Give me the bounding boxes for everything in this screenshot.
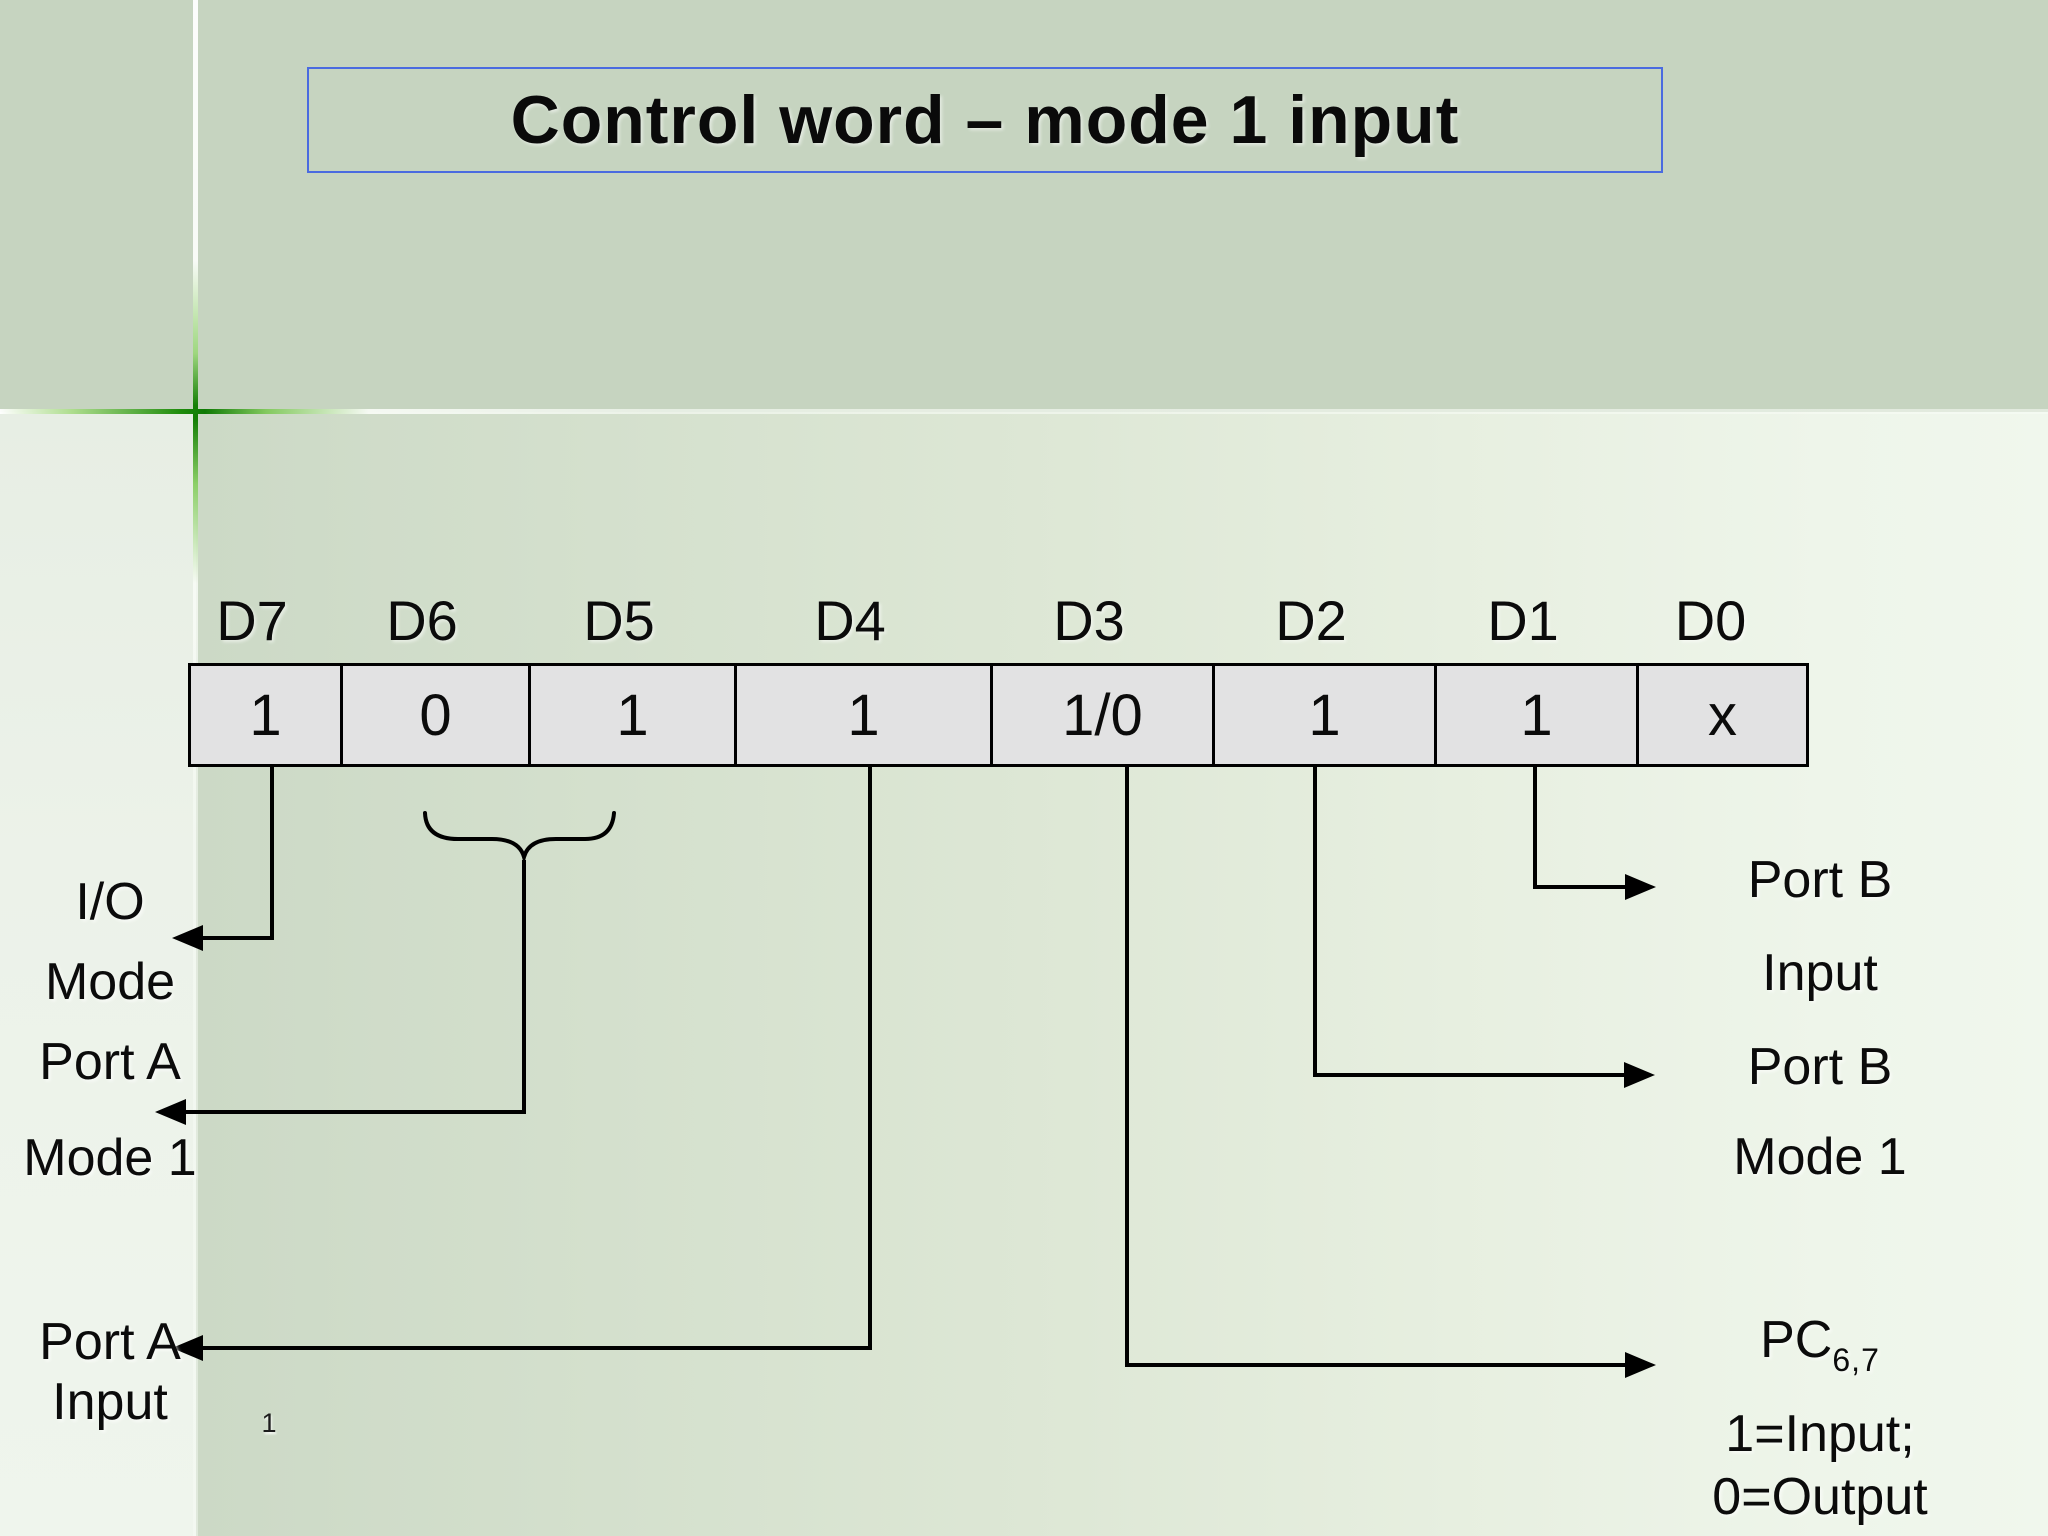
label-port-a-input-line2: Input — [52, 1373, 168, 1431]
bit-label-d5: D5 — [583, 589, 655, 652]
slide-title: Control word – mode 1 input — [510, 82, 1460, 158]
bit-register: 1 0 1 1 1/0 1 1 x — [188, 663, 1809, 767]
bit-label-d4: D4 — [814, 589, 886, 652]
background-top-band — [0, 0, 2048, 412]
label-pc67-subscript: 6,7 — [1832, 1342, 1880, 1378]
bit-cell-d0: x — [1636, 663, 1809, 767]
label-port-b-mode-line1: Port B — [1747, 1038, 1893, 1096]
label-legend-line1: 1=Input; — [1725, 1405, 1915, 1463]
label-port-b-input-line1: Port B — [1747, 851, 1893, 909]
background-cross-horizontal-line — [0, 409, 2048, 414]
label-port-b-input-line2: Input — [1762, 944, 1878, 1002]
bit-label-d1: D1 — [1487, 589, 1559, 652]
page-number: 1 — [261, 1408, 277, 1438]
bit-cell-d5: 1 — [528, 663, 734, 767]
label-io-mode-line2: Mode — [44, 953, 176, 1011]
bit-header-row: D7 D6 D5 D4 D3 D2 D1 D0 — [188, 588, 1809, 653]
background-cross-vertical-line — [193, 0, 198, 1536]
bit-cell-d6: 0 — [340, 663, 528, 767]
bit-label-d3: D3 — [1053, 589, 1125, 652]
label-port-a-mode-line1: Port A — [39, 1033, 181, 1091]
bit-label-d7: D7 — [216, 589, 288, 652]
label-port-a-input-line1: Port A — [39, 1313, 181, 1371]
bit-cell-d3: 1/0 — [990, 663, 1212, 767]
label-port-a-mode-line2: Mode 1 — [23, 1129, 197, 1187]
bit-cell-d4: 1 — [734, 663, 990, 767]
bit-cell-d7: 1 — [188, 663, 340, 767]
bit-label-d0: D0 — [1674, 589, 1747, 652]
label-io-mode-line1: I/O — [75, 873, 145, 931]
bit-label-d2: D2 — [1275, 589, 1347, 652]
label-pc67: PC6,7 — [1700, 1310, 1940, 1390]
bit-cell-d1: 1 — [1434, 663, 1636, 767]
bit-cell-d2: 1 — [1212, 663, 1434, 767]
label-legend-line2: 0=Output — [1712, 1468, 1928, 1526]
title-box: Control word – mode 1 input — [307, 67, 1663, 173]
label-port-b-mode-line2: Mode 1 — [1733, 1128, 1907, 1186]
bit-label-d6: D6 — [386, 589, 458, 652]
background-left-band — [0, 412, 196, 1536]
label-pc67-base: PC — [1760, 1311, 1833, 1369]
